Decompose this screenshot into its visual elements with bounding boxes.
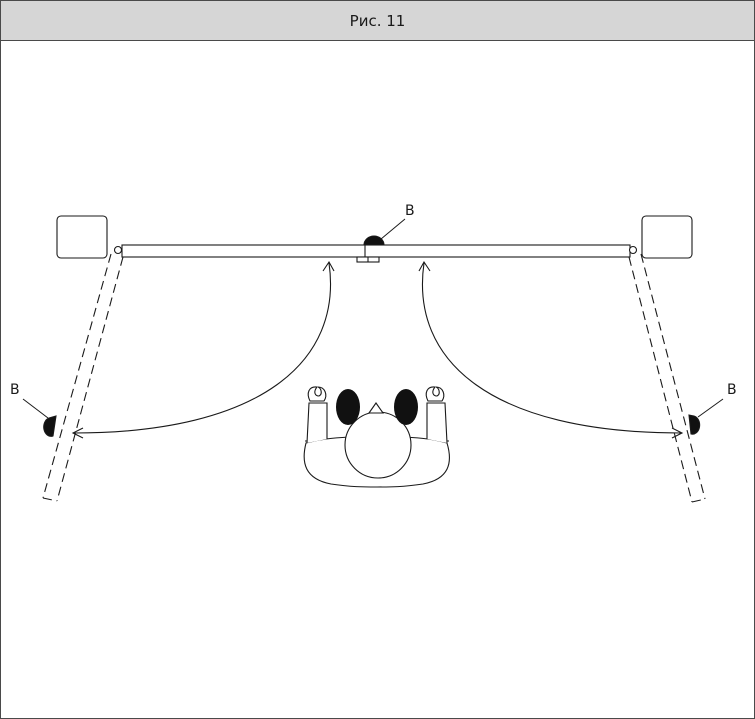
top-marker-label: B bbox=[405, 203, 415, 219]
left-stopper-marker bbox=[43, 415, 57, 437]
left-motor-box bbox=[56, 215, 108, 259]
left-shoulder bbox=[336, 389, 360, 425]
left-open-leaf bbox=[42, 253, 124, 502]
left-hand bbox=[307, 386, 327, 402]
right-hinge bbox=[628, 245, 638, 255]
right-arm bbox=[426, 402, 448, 444]
right-marker-label: B bbox=[727, 382, 737, 398]
right-stopper-marker bbox=[688, 414, 701, 435]
left-arc-arrow-side bbox=[71, 427, 84, 439]
gate-diagram: B B B bbox=[10, 203, 737, 503]
top-marker-leader bbox=[380, 218, 406, 240]
right-open-leaf bbox=[628, 253, 706, 503]
right-hand bbox=[425, 386, 445, 402]
left-arc-arrow-up bbox=[322, 260, 335, 272]
left-opening-arc bbox=[73, 262, 331, 434]
right-arc-arrow-up bbox=[418, 260, 431, 272]
left-marker-leader bbox=[22, 398, 49, 419]
person-top-view bbox=[303, 386, 450, 488]
left-hinge bbox=[113, 245, 123, 255]
person-nose bbox=[367, 402, 385, 414]
right-opening-arc bbox=[422, 262, 682, 434]
right-motor-box bbox=[641, 215, 693, 259]
center-stopper-marker bbox=[363, 235, 385, 246]
left-marker-label: B bbox=[10, 382, 20, 398]
right-shoulder bbox=[394, 389, 418, 425]
right-marker-leader bbox=[697, 398, 724, 418]
right-arc-arrow-side bbox=[671, 427, 684, 439]
figure-title: Рис. 11 bbox=[1, 1, 754, 41]
closed-gate-leaves bbox=[121, 244, 631, 258]
left-arm bbox=[306, 402, 328, 444]
